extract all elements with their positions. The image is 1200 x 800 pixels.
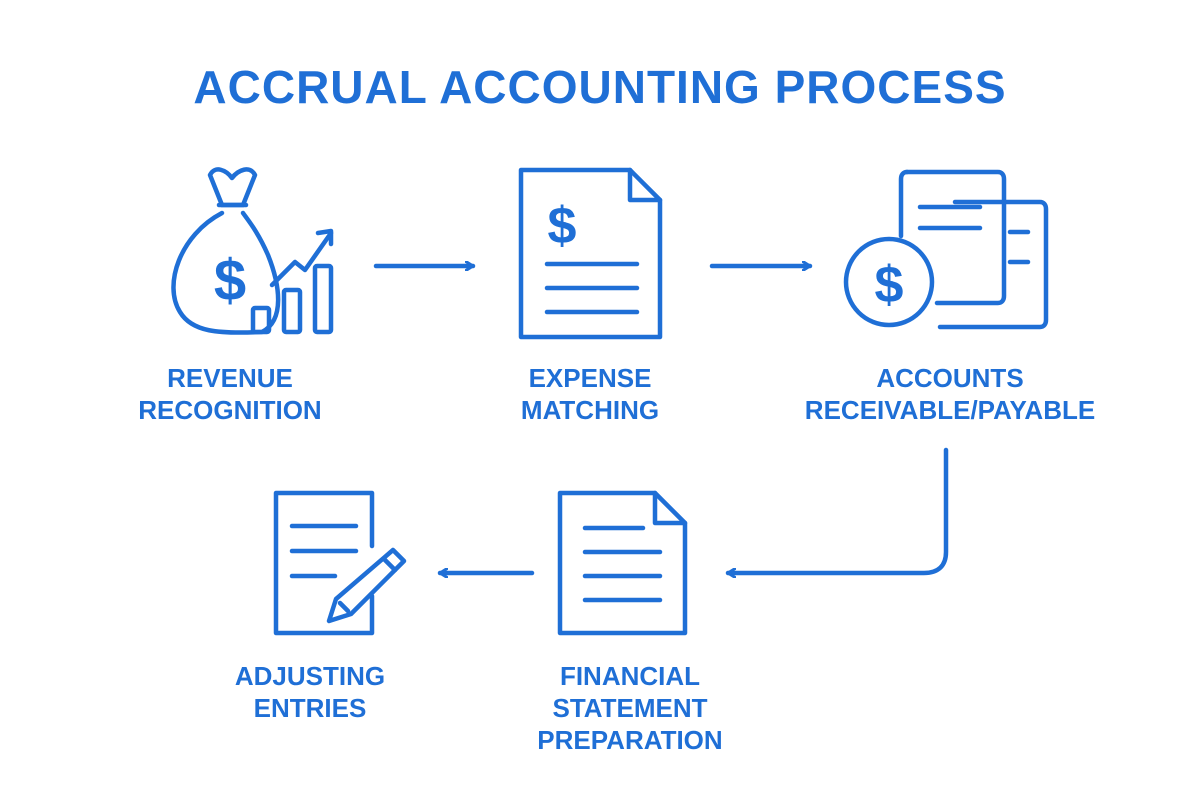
label-revenue-recognition: REVENUE RECOGNITION: [138, 363, 322, 425]
diagram-title: ACCRUAL ACCOUNTING PROCESS: [193, 61, 1007, 113]
arrow-accounts-to-financial: [725, 447, 949, 573]
label-adjusting-entries: ADJUSTING ENTRIES: [234, 661, 386, 723]
invoice-document-icon: $: [518, 167, 663, 340]
expense-dollar-sign: $: [548, 197, 577, 255]
documents-coin-icon: $: [843, 169, 1049, 330]
label-accounts-receivable-payable: ACCOUNTS RECEIVABLE/PAYABLE: [804, 363, 1096, 425]
money-bag-growth-icon: $: [171, 167, 334, 335]
accounts-dollar-sign: $: [875, 256, 904, 314]
document-pencil-icon: [273, 490, 407, 636]
statement-document-icon: [557, 490, 688, 636]
label-expense-matching: EXPENSE MATCHING: [520, 363, 660, 425]
label-financial-statement-preparation: FINANCIAL STATEMENT PREPARATION: [537, 661, 723, 755]
revenue-dollar-sign: $: [214, 248, 246, 313]
